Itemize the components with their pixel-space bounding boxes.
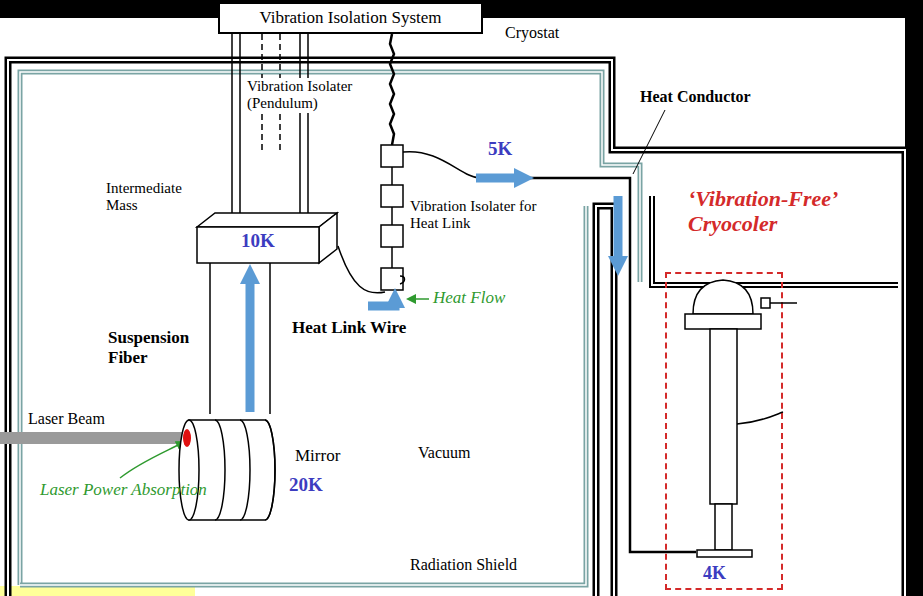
- part-label: Radiation Shield: [410, 556, 517, 574]
- heat-flow-arrow: [246, 278, 255, 412]
- white-ground: [0, 18, 905, 596]
- label-holder: Cryostat: [505, 24, 559, 42]
- label-holder: Vacuum: [418, 444, 470, 462]
- system-box: Vibration Isolation System: [218, 2, 483, 34]
- label-holder: Laser Beam: [28, 410, 105, 428]
- node-text: Vibration Isolation System: [259, 8, 441, 28]
- label-holder: Intermediate Mass: [106, 180, 194, 215]
- part-label: Intermediate Mass: [106, 180, 194, 215]
- intermediate-mass: 10K: [196, 212, 338, 264]
- label-holder: Heat Flow: [433, 288, 505, 308]
- mirror-shape: [175, 412, 365, 528]
- leader-arrow: [408, 298, 429, 300]
- heat-link-isolator: [381, 34, 405, 290]
- label-holder: Vibration Isolater (Pendulum): [245, 78, 367, 113]
- pendulum-rods: [232, 34, 308, 214]
- label-holder: Heat Conductor: [640, 88, 751, 106]
- cryo-shape: [667, 274, 785, 592]
- radiation-shield: [20, 72, 640, 585]
- label-holder: 5K: [488, 138, 512, 160]
- part-label: Vibration Isolater for Heat Link: [410, 198, 540, 233]
- cryocooler: ‘Vibration-Free’ Cryocoler4K: [665, 272, 783, 590]
- cryostat-wall: [8, 60, 905, 596]
- leader-arrow: [120, 442, 184, 478]
- label-holder: Heat Link Wire: [292, 318, 406, 338]
- laser-beam: [0, 432, 182, 444]
- mirror: Mirror 20K: [175, 412, 365, 528]
- leader-line: [633, 110, 665, 174]
- part-label: Laser Power Absorption: [40, 480, 207, 500]
- suspension-fiber: [210, 262, 270, 414]
- part-label: Vibration Isolater (Pendulum): [245, 78, 367, 113]
- label-holder: Vibration Isolater for Heat Link: [410, 198, 540, 233]
- part-label: Cryostat: [505, 24, 559, 42]
- heat-flow-arrow: [614, 196, 623, 262]
- part-label: 5K: [488, 138, 512, 160]
- part-label: Heat Conductor: [640, 88, 751, 106]
- node-text: 20K: [289, 474, 365, 496]
- label-holder: Laser Power Absorption: [40, 480, 207, 500]
- heat-flow-arrow: [476, 174, 520, 183]
- part-label: Laser Beam: [28, 410, 105, 428]
- heat-conductor: [520, 178, 696, 552]
- part-label: Heat Flow: [433, 288, 505, 308]
- node-text: 10K: [196, 230, 320, 252]
- part-label: Suspension Fiber: [108, 328, 204, 367]
- node-text: ‘Vibration-Free’ Cryocoler: [688, 186, 878, 237]
- heat-link-wire: [338, 246, 385, 293]
- part-label: Heat Link Wire: [292, 318, 406, 338]
- heat-flow-arrow: [368, 302, 395, 306]
- heat-link-wire: [403, 152, 480, 178]
- node-text: Mirror: [295, 446, 365, 466]
- part-label: Vacuum: [418, 444, 470, 462]
- label-holder: Suspension Fiber: [108, 328, 204, 367]
- node-text: 4K: [703, 563, 781, 584]
- label-holder: Radiation Shield: [410, 556, 517, 574]
